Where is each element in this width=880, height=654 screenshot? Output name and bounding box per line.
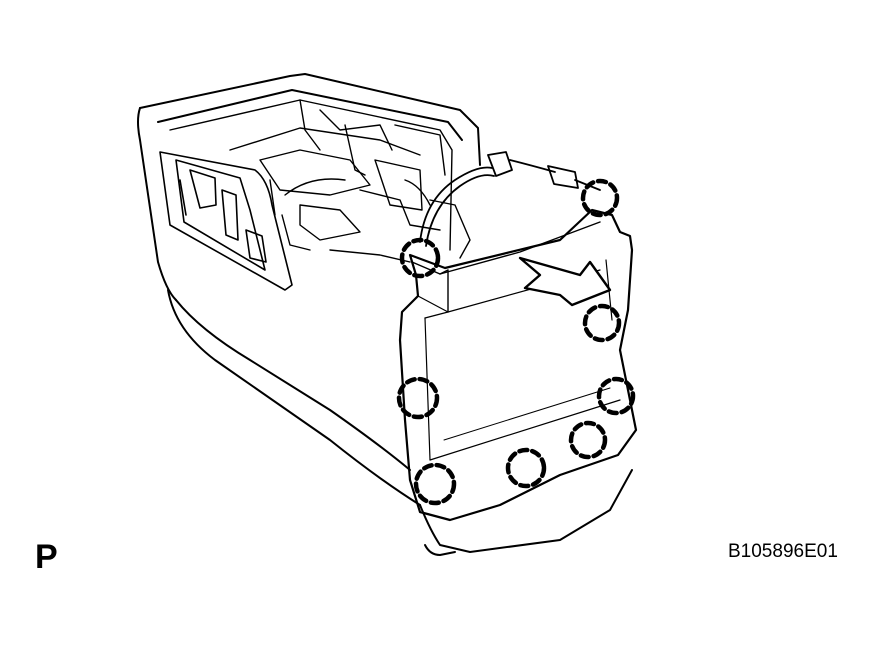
view-label: P <box>35 538 58 576</box>
clip-location-dashed-circle-icon <box>580 178 620 218</box>
clip-location-dashed-circle-icon <box>399 237 441 279</box>
rear-panel <box>398 208 638 522</box>
clip-location-dashed-circle-icon <box>396 376 440 420</box>
clip-locations <box>396 178 636 506</box>
side-panel-recess <box>159 151 293 291</box>
clip-location-dashed-circle-icon <box>582 303 622 343</box>
removal-direction-arrow-icon <box>518 256 612 307</box>
wire-harness <box>419 151 601 247</box>
clip-location-dashed-circle-icon <box>505 447 547 489</box>
clip-location-dashed-circle-icon <box>568 420 608 460</box>
figure-code: B105896E01 <box>728 541 838 562</box>
console-body <box>137 73 633 556</box>
clip-location-dashed-circle-icon <box>596 376 636 416</box>
clip-location-dashed-circle-icon <box>413 462 457 506</box>
